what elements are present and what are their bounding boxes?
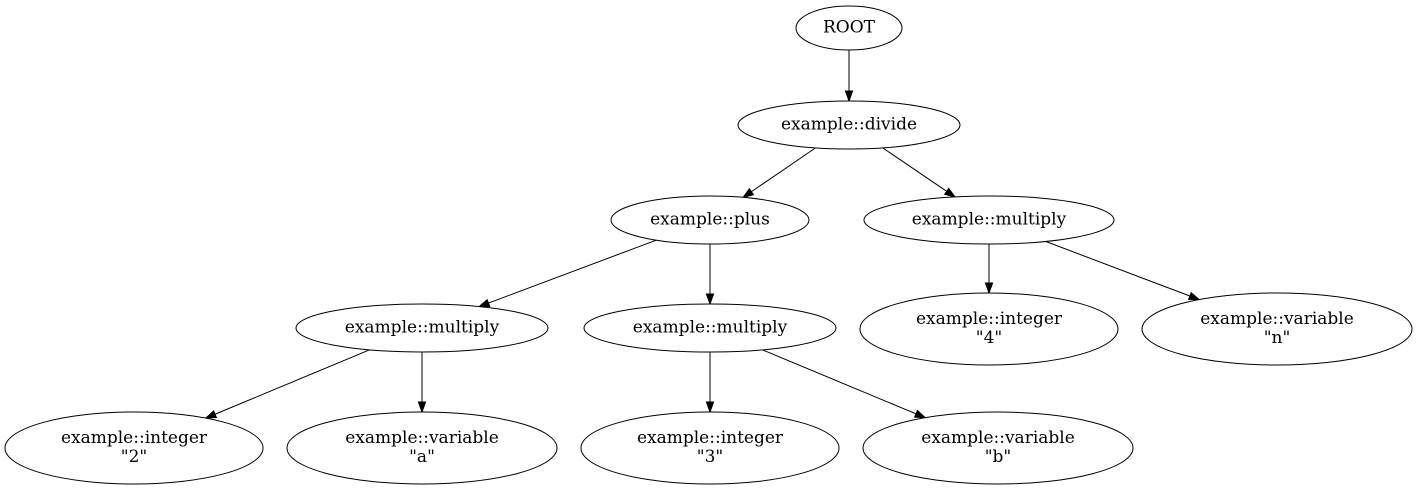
edge-line [762, 349, 917, 415]
node-ellipse [737, 100, 961, 150]
arrowhead-icon [741, 187, 755, 199]
node-type-label: example::divide [781, 115, 917, 135]
node-ellipse [859, 292, 1119, 366]
node-type-label: example::multiply [912, 210, 1067, 230]
arrowhead-icon [1187, 291, 1201, 301]
arrowhead-icon [984, 282, 994, 295]
edge-plus-to-multiply_left [477, 239, 657, 308]
arrowhead-icon [844, 90, 854, 103]
node-type-label: example::integer [916, 309, 1063, 329]
node-value-label: "2" [121, 447, 147, 467]
node-ellipse [862, 411, 1134, 485]
arrowhead-icon [943, 187, 957, 198]
edge-line [751, 147, 816, 193]
edge-multiply_mid-to-integer_3 [705, 352, 715, 414]
arrowhead-icon [913, 409, 927, 419]
edge-multiply_mid-to-variable_b [762, 349, 927, 419]
node-ellipse [4, 411, 264, 485]
arrowhead-icon [417, 401, 427, 414]
edge-multiply_top-to-integer_4 [984, 244, 994, 295]
node-value-label: "b" [985, 447, 1012, 467]
node-ellipse [863, 195, 1115, 245]
node-variable_a: example::variable"a" [286, 411, 558, 485]
edge-root-to-divide [844, 50, 854, 103]
node-type-label: example::multiply [633, 318, 788, 338]
node-divide: example::divide [737, 100, 961, 150]
edge-line [214, 349, 370, 415]
node-root: ROOT [795, 5, 903, 51]
node-type-label: example::variable [921, 428, 1075, 448]
arrowhead-icon [705, 401, 715, 414]
arrowhead-icon [477, 298, 491, 308]
edge-divide-to-multiply_top [882, 147, 957, 198]
node-ellipse [583, 303, 837, 353]
node-integer_2: example::integer"2" [4, 411, 264, 485]
edge-line [882, 147, 947, 192]
node-variable_b: example::variable"b" [862, 411, 1134, 485]
node-multiply_mid: example::multiply [583, 303, 837, 353]
node-ellipse [610, 195, 810, 245]
node-type-label: ROOT [823, 18, 876, 38]
arrowhead-icon [705, 293, 715, 306]
node-integer_3: example::integer"3" [580, 411, 840, 485]
node-type-label: example::integer [61, 428, 208, 448]
node-ellipse [1141, 292, 1413, 366]
node-multiply_top: example::multiply [863, 195, 1115, 245]
node-ellipse [795, 5, 903, 51]
edge-line [488, 239, 657, 304]
node-value-label: "3" [697, 447, 723, 467]
edge-plus-to-multiply_mid [705, 244, 715, 306]
edge-multiply_left-to-integer_2 [204, 349, 370, 419]
edge-multiply_left-to-variable_a [417, 352, 427, 414]
node-plus: example::plus [610, 195, 810, 245]
edge-multiply_top-to-variable_n [1045, 240, 1201, 301]
edges-layer [204, 50, 1201, 419]
node-ellipse [286, 411, 558, 485]
arrowhead-icon [204, 410, 218, 419]
edge-divide-to-plus [741, 147, 816, 199]
node-value-label: "n" [1264, 328, 1291, 348]
node-type-label: example::variable [1200, 309, 1354, 329]
node-ellipse [295, 303, 549, 353]
node-variable_n: example::variable"n" [1141, 292, 1413, 366]
node-type-label: example::integer [637, 428, 784, 448]
edge-line [1045, 240, 1191, 297]
node-type-label: example::multiply [345, 318, 500, 338]
node-type-label: example::plus [650, 210, 770, 230]
node-value-label: "4" [976, 328, 1002, 348]
node-value-label: "a" [409, 447, 435, 467]
node-type-label: example::variable [345, 428, 499, 448]
node-ellipse [580, 411, 840, 485]
node-integer_4: example::integer"4" [859, 292, 1119, 366]
node-multiply_left: example::multiply [295, 303, 549, 353]
